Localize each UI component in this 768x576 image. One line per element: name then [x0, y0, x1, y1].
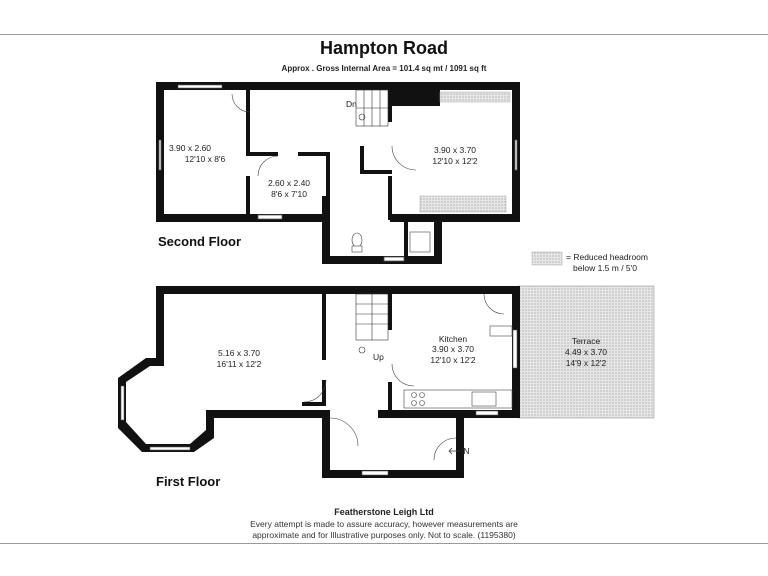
bay-windows [120, 385, 191, 451]
room-dimension-imperial: 12'10 x 12'2 [432, 156, 478, 166]
room-dimension-metric: 3.90 x 3.70 [432, 344, 474, 354]
page-frame [0, 34, 768, 544]
second-floor-label: Second Floor [158, 234, 242, 249]
legend-text: = Reduced headroom [566, 252, 648, 262]
kitchen-units [403, 325, 513, 409]
room-dimension-metric: 5.16 x 3.70 [218, 348, 260, 358]
room-dimension-imperial: 12'10 x 8'6 [185, 154, 226, 164]
room-name: Kitchen [439, 334, 468, 344]
entrance-arrow-icon [448, 447, 460, 455]
stairs-down-label: Dn [346, 99, 357, 109]
room-dimension-metric: 3.90 x 2.60 [169, 143, 211, 153]
room-name: Terrace [572, 336, 601, 346]
first-floor-walls [118, 286, 520, 478]
room-dimension-imperial: 14'9 x 12'2 [566, 358, 607, 368]
disclaimer-line: Every attempt is made to assure accuracy… [250, 519, 518, 529]
second-floor-windows [158, 84, 518, 262]
second-floor-plan: 3.90 x 2.60 12'10 x 8'6 2.60 x 2.40 8'6 … [156, 82, 520, 264]
entrance-label: IN [461, 446, 470, 456]
reduced-headroom-area [439, 91, 511, 103]
second-floor-doors [231, 93, 417, 177]
first-floor-stairs [355, 293, 389, 354]
room-dimension-metric: 4.49 x 3.70 [565, 347, 607, 357]
bathroom-fixtures [351, 231, 431, 253]
second-floor-stairs [355, 89, 389, 127]
legend: = Reduced headroom below 1.5 m / 5'0 [531, 251, 648, 273]
window [475, 410, 499, 416]
first-floor-doors [303, 293, 505, 461]
disclaimer-line: approximate and for Illustrative purpose… [252, 530, 516, 540]
room-dimension-imperial: 8'6 x 7'10 [271, 189, 307, 199]
room-dimension-metric: 3.90 x 3.70 [434, 145, 476, 155]
company-name: Featherstone Leigh Ltd [334, 507, 434, 517]
stairs-up-label: Up [373, 352, 384, 362]
room-dimension-imperial: 12'10 x 12'2 [430, 355, 476, 365]
plan-title: Hampton Road [320, 38, 448, 58]
legend-swatch [531, 251, 563, 266]
first-floor-plan: 5.16 x 3.70 16'11 x 12'2 Kitchen 3.90 x … [118, 285, 655, 478]
window [361, 470, 389, 476]
terrace-door [512, 329, 518, 369]
reduced-headroom-area [419, 195, 507, 213]
first-floor-label: First Floor [156, 474, 221, 489]
gross-area-subtitle: Approx . Gross Internal Area = 101.4 sq … [281, 64, 487, 73]
room-dimension-metric: 2.60 x 2.40 [268, 178, 310, 188]
legend-text: below 1.5 m / 5'0 [573, 263, 637, 273]
second-floor-walls [156, 82, 520, 264]
terrace-area [517, 285, 655, 419]
room-dimension-imperial: 16'11 x 12'2 [217, 359, 262, 369]
